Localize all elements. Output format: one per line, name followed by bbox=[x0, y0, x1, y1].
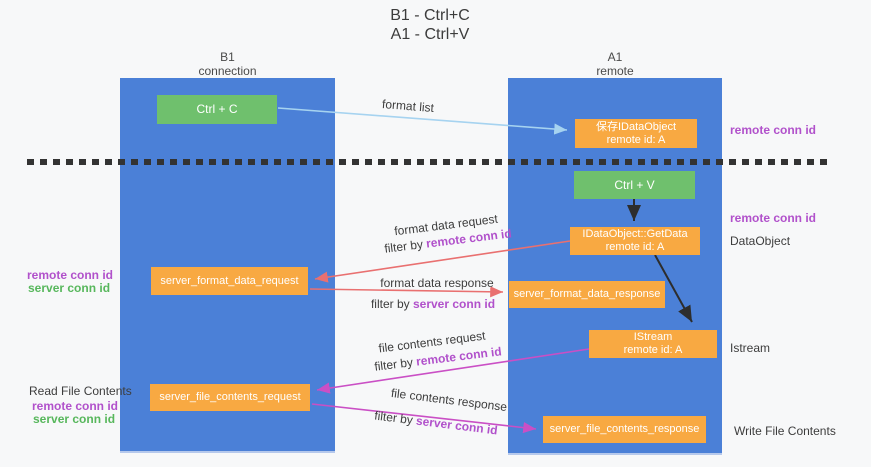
filter-by-text: filter by bbox=[383, 236, 428, 256]
server-file-contents-request-node: server_file_contents_request bbox=[150, 384, 310, 411]
server-file-contents-response-label: server_file_contents_response bbox=[549, 423, 700, 435]
diagram-title: B1 - Ctrl+C A1 - Ctrl+V bbox=[310, 6, 550, 44]
format-list-label: format list bbox=[381, 96, 435, 116]
left-column-header: B1 connection bbox=[120, 50, 335, 78]
right-remote-conn-id-top: remote conn id bbox=[730, 123, 817, 137]
ctrl-v-label: Ctrl + V bbox=[614, 177, 655, 192]
left-remote-conn-id-top: remote conn id bbox=[27, 268, 114, 282]
right-column-role: remote bbox=[596, 64, 634, 78]
diagram-title-line1: B1 - Ctrl+C bbox=[390, 7, 470, 24]
server-conn-id-text: server conn id bbox=[412, 297, 496, 311]
ctrl-v-node: Ctrl + V bbox=[574, 171, 695, 199]
right-remote-conn-id-mid: remote conn id bbox=[730, 211, 817, 225]
server-conn-id-text: server conn id bbox=[415, 413, 499, 438]
filter-by-text: filter by bbox=[370, 297, 413, 311]
getdata-node: IDataObject::GetData remote id: A bbox=[570, 227, 700, 255]
read-file-contents-label: Read File Contents bbox=[29, 384, 132, 398]
istream-line2: remote id: A bbox=[623, 344, 683, 356]
format-data-response-label: format data response bbox=[380, 276, 494, 290]
dashed-divider bbox=[27, 159, 833, 165]
istream-node: IStream remote id: A bbox=[589, 330, 717, 358]
filter-by-text: filter by bbox=[373, 354, 418, 374]
istream-side-label: Istream bbox=[730, 341, 771, 355]
ctrl-c-label: Ctrl + C bbox=[196, 102, 238, 116]
istream-line1: IStream bbox=[633, 331, 673, 343]
right-column-header: A1 remote bbox=[508, 50, 722, 78]
filter-by-server-top-label: filter by server conn id bbox=[371, 297, 495, 311]
left-server-conn-id-top: server conn id bbox=[28, 281, 111, 295]
left-remote-conn-id-bottom: remote conn id bbox=[32, 399, 119, 413]
save-idataobject-line2: remote id: A bbox=[606, 133, 666, 146]
diagram-title-line2: A1 - Ctrl+V bbox=[390, 26, 470, 43]
left-server-conn-id-bottom: server conn id bbox=[33, 412, 116, 426]
left-column-role: connection bbox=[198, 64, 257, 78]
filter-by-text: filter by bbox=[373, 408, 417, 428]
server-file-contents-response-node: server_file_contents_response bbox=[543, 416, 706, 443]
file-contents-response-label: file contents response bbox=[390, 385, 508, 415]
server-file-contents-request-label: server_file_contents_request bbox=[159, 391, 301, 403]
server-format-data-request-label: server_format_data_request bbox=[160, 274, 299, 287]
save-idataobject-line1: 保存IDataObject bbox=[595, 120, 677, 133]
save-idataobject-node: 保存IDataObject remote id: A bbox=[575, 119, 697, 148]
dataobject-label: DataObject bbox=[730, 234, 791, 248]
write-file-contents-label: Write File Contents bbox=[734, 424, 836, 438]
ctrl-c-node: Ctrl + C bbox=[157, 95, 277, 124]
server-format-data-request-node: server_format_data_request bbox=[151, 267, 308, 295]
filter-by-server-bottom-label: filter by server conn id bbox=[374, 408, 499, 437]
server-format-data-response-label: server_format_data_response bbox=[513, 288, 661, 300]
getdata-line1: IDataObject::GetData bbox=[582, 228, 688, 240]
server-format-data-response-node: server_format_data_response bbox=[509, 281, 665, 308]
getdata-line2: remote id: A bbox=[605, 241, 665, 253]
right-column-name: A1 bbox=[607, 50, 623, 64]
left-column-name: B1 bbox=[220, 50, 235, 64]
